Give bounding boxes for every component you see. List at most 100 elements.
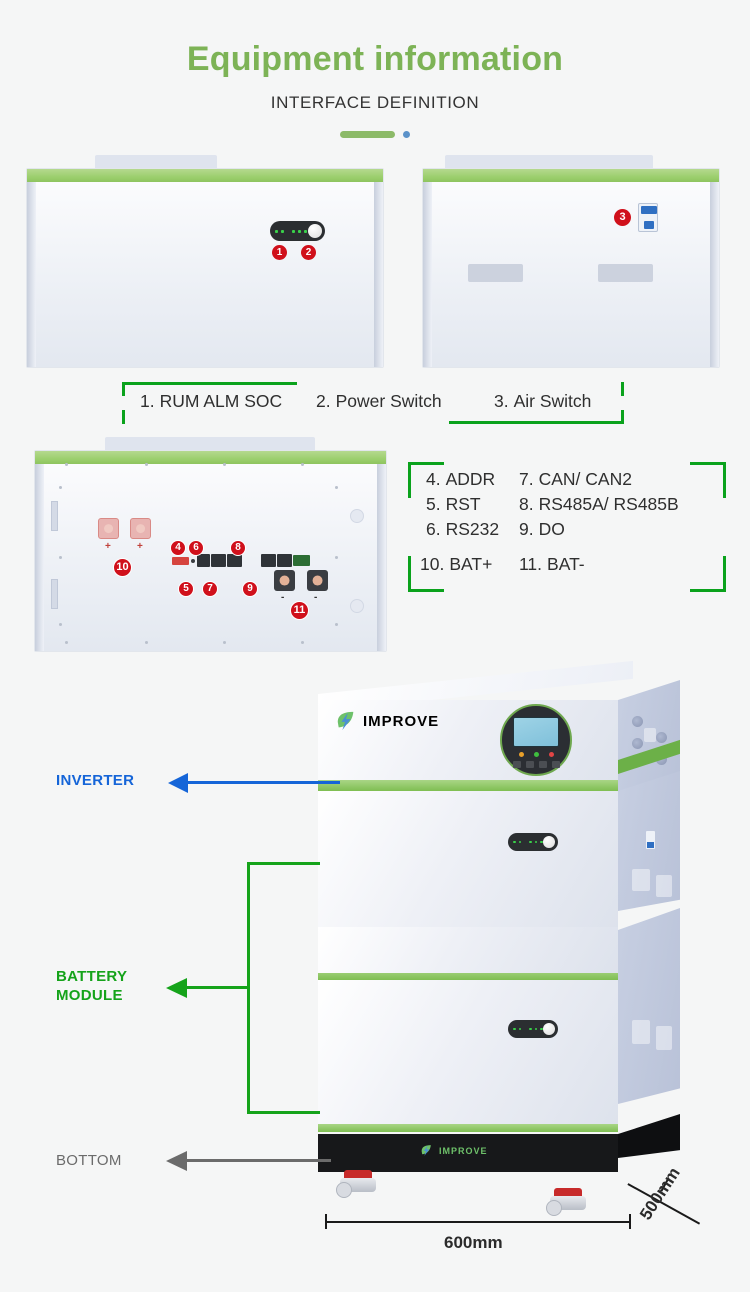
- display-button-3[interactable]: [538, 761, 547, 768]
- display-status-leds: [518, 752, 554, 757]
- inverter-display-panel[interactable]: [500, 704, 572, 776]
- battery-module-1-face: [318, 791, 618, 927]
- side-view-left-strip: [423, 182, 432, 367]
- callout-inverter-label: INVERTER: [56, 772, 135, 789]
- side-port-1-icon: [632, 716, 643, 727]
- bracket-bottom-left-stub: [122, 410, 125, 424]
- do-terminal-block[interactable]: [293, 555, 310, 566]
- side-view-green-bar: [423, 169, 719, 182]
- marker-7: 7: [202, 581, 218, 597]
- display-button-2[interactable]: [525, 761, 534, 768]
- label-item-4-num: 4.: [426, 469, 441, 489]
- battery-2-led-strip[interactable]: [508, 1020, 558, 1038]
- rear-view-body: [34, 450, 387, 652]
- battery-module-1-side: [618, 771, 680, 911]
- label-item-7-text: CAN/ CAN2: [538, 469, 632, 489]
- power-switch-button[interactable]: [308, 224, 322, 238]
- rs485a-port[interactable]: [261, 554, 276, 567]
- callout-bottom-label: BOTTOM: [56, 1152, 122, 1169]
- addr-dip-switch[interactable]: [172, 557, 189, 565]
- side-view-handle-left: [468, 264, 523, 282]
- side-port-2-icon: [632, 738, 643, 749]
- label-item-3-num: 3.: [494, 391, 509, 411]
- callout-bottom-line: [186, 1159, 331, 1162]
- green-stripe-3: [318, 1124, 618, 1132]
- stacked-system-figure: IMPROVE: [300, 660, 700, 1232]
- battery-bracket-top: [247, 862, 320, 865]
- marker-2: 2: [301, 245, 316, 260]
- status-led-normal-icon: [533, 752, 539, 757]
- bat-minus-terminal-2: [307, 570, 328, 591]
- label-item-5: 5. RST: [426, 494, 481, 515]
- battery-1-power-button[interactable]: [543, 836, 555, 848]
- interface-labels-group-1: 1. RUM ALM SOC 2. Power Switch 3. Air Sw…: [122, 382, 624, 424]
- led-indicator-strip[interactable]: [270, 221, 325, 241]
- display-button-1[interactable]: [512, 761, 521, 768]
- bat-plus-terminal-2: [130, 518, 151, 539]
- lightning-leaf-icon: [337, 711, 354, 731]
- page-title: Equipment information: [186, 40, 564, 78]
- battery-2-power-button[interactable]: [543, 1023, 555, 1035]
- dimension-width-line: [325, 1221, 630, 1223]
- label-item-9: 9. DO: [519, 519, 565, 540]
- label-item-4-text: ADDR: [445, 469, 496, 489]
- label-item-11-text: BAT-: [547, 554, 585, 574]
- can-port-1[interactable]: [211, 554, 226, 567]
- label-item-1-num: 1.: [140, 391, 155, 411]
- rst-button[interactable]: [191, 559, 195, 563]
- led-soc3-icon: [304, 229, 307, 233]
- callout-battery-line1: BATTERY: [56, 968, 128, 985]
- label-item-10-num: 10.: [420, 554, 445, 574]
- divider-dot: [403, 131, 410, 138]
- dimension-width-label: 600mm: [444, 1233, 503, 1252]
- rear-view-right-strip: [377, 464, 386, 651]
- label-item-2: 2. Power Switch: [316, 391, 442, 412]
- callout-inverter-line: [186, 781, 340, 784]
- air-switch-side-icon[interactable]: [646, 831, 655, 849]
- label-item-4: 4. ADDR: [426, 469, 495, 490]
- battery-1-led-strip[interactable]: [508, 833, 558, 851]
- label-item-8-num: 8.: [519, 494, 534, 514]
- air-switch-icon[interactable]: [638, 203, 658, 232]
- green-stripe-2: [318, 969, 618, 980]
- display-buttons[interactable]: [512, 761, 560, 768]
- battery-bracket-bottom: [247, 1111, 320, 1114]
- front-view-body: [26, 168, 384, 368]
- brand-logo-top: IMPROVE: [335, 710, 439, 732]
- page-subtitle: INTERFACE DEFINITION: [270, 93, 480, 112]
- marker-8: 8: [230, 540, 246, 556]
- brand-logo-base: IMPROVE: [420, 1144, 488, 1157]
- brand-name-base: IMPROVE: [439, 1145, 488, 1156]
- bracket2-tl-h: [408, 462, 444, 465]
- side-view-right-strip: [710, 182, 719, 367]
- rear-view-green-bar: [35, 451, 386, 464]
- bat-plus-sign-1: +: [105, 541, 111, 552]
- caster-left: [336, 1170, 380, 1202]
- callout-inverter-arrowhead: [168, 773, 188, 793]
- bat-minus-sign-1: -: [281, 592, 285, 603]
- callout-battery-label: BATTERY MODULE: [56, 968, 127, 1006]
- callout-battery-line2: MODULE: [56, 986, 123, 1004]
- bracket2-bl-h: [408, 589, 444, 592]
- marker-10: 10: [113, 558, 132, 577]
- rs485b-port[interactable]: [277, 554, 292, 567]
- side-vent-4: [632, 1020, 650, 1044]
- display-button-4[interactable]: [551, 761, 560, 768]
- bracket2-tr-h: [690, 462, 726, 465]
- front-view-right-strip: [374, 182, 383, 367]
- rs232-port[interactable]: [197, 554, 210, 567]
- label-item-11: 11. BAT-: [519, 554, 585, 575]
- side-view-top-shadow: [445, 155, 653, 171]
- bracket2-br-h: [690, 589, 726, 592]
- label-item-6-num: 6.: [426, 519, 441, 539]
- label-item-3-text: Air Switch: [513, 391, 592, 411]
- label-item-6-text: RS232: [445, 519, 500, 539]
- label-item-9-text: DO: [538, 519, 565, 539]
- marker-11: 11: [290, 601, 309, 620]
- caster-right: [546, 1188, 590, 1220]
- led-alm-icon: [281, 229, 284, 233]
- marker-9: 9: [242, 581, 258, 597]
- label-item-7-num: 7.: [519, 469, 534, 489]
- can-port-2[interactable]: [227, 554, 242, 567]
- dimension-width-tick-left: [325, 1214, 327, 1229]
